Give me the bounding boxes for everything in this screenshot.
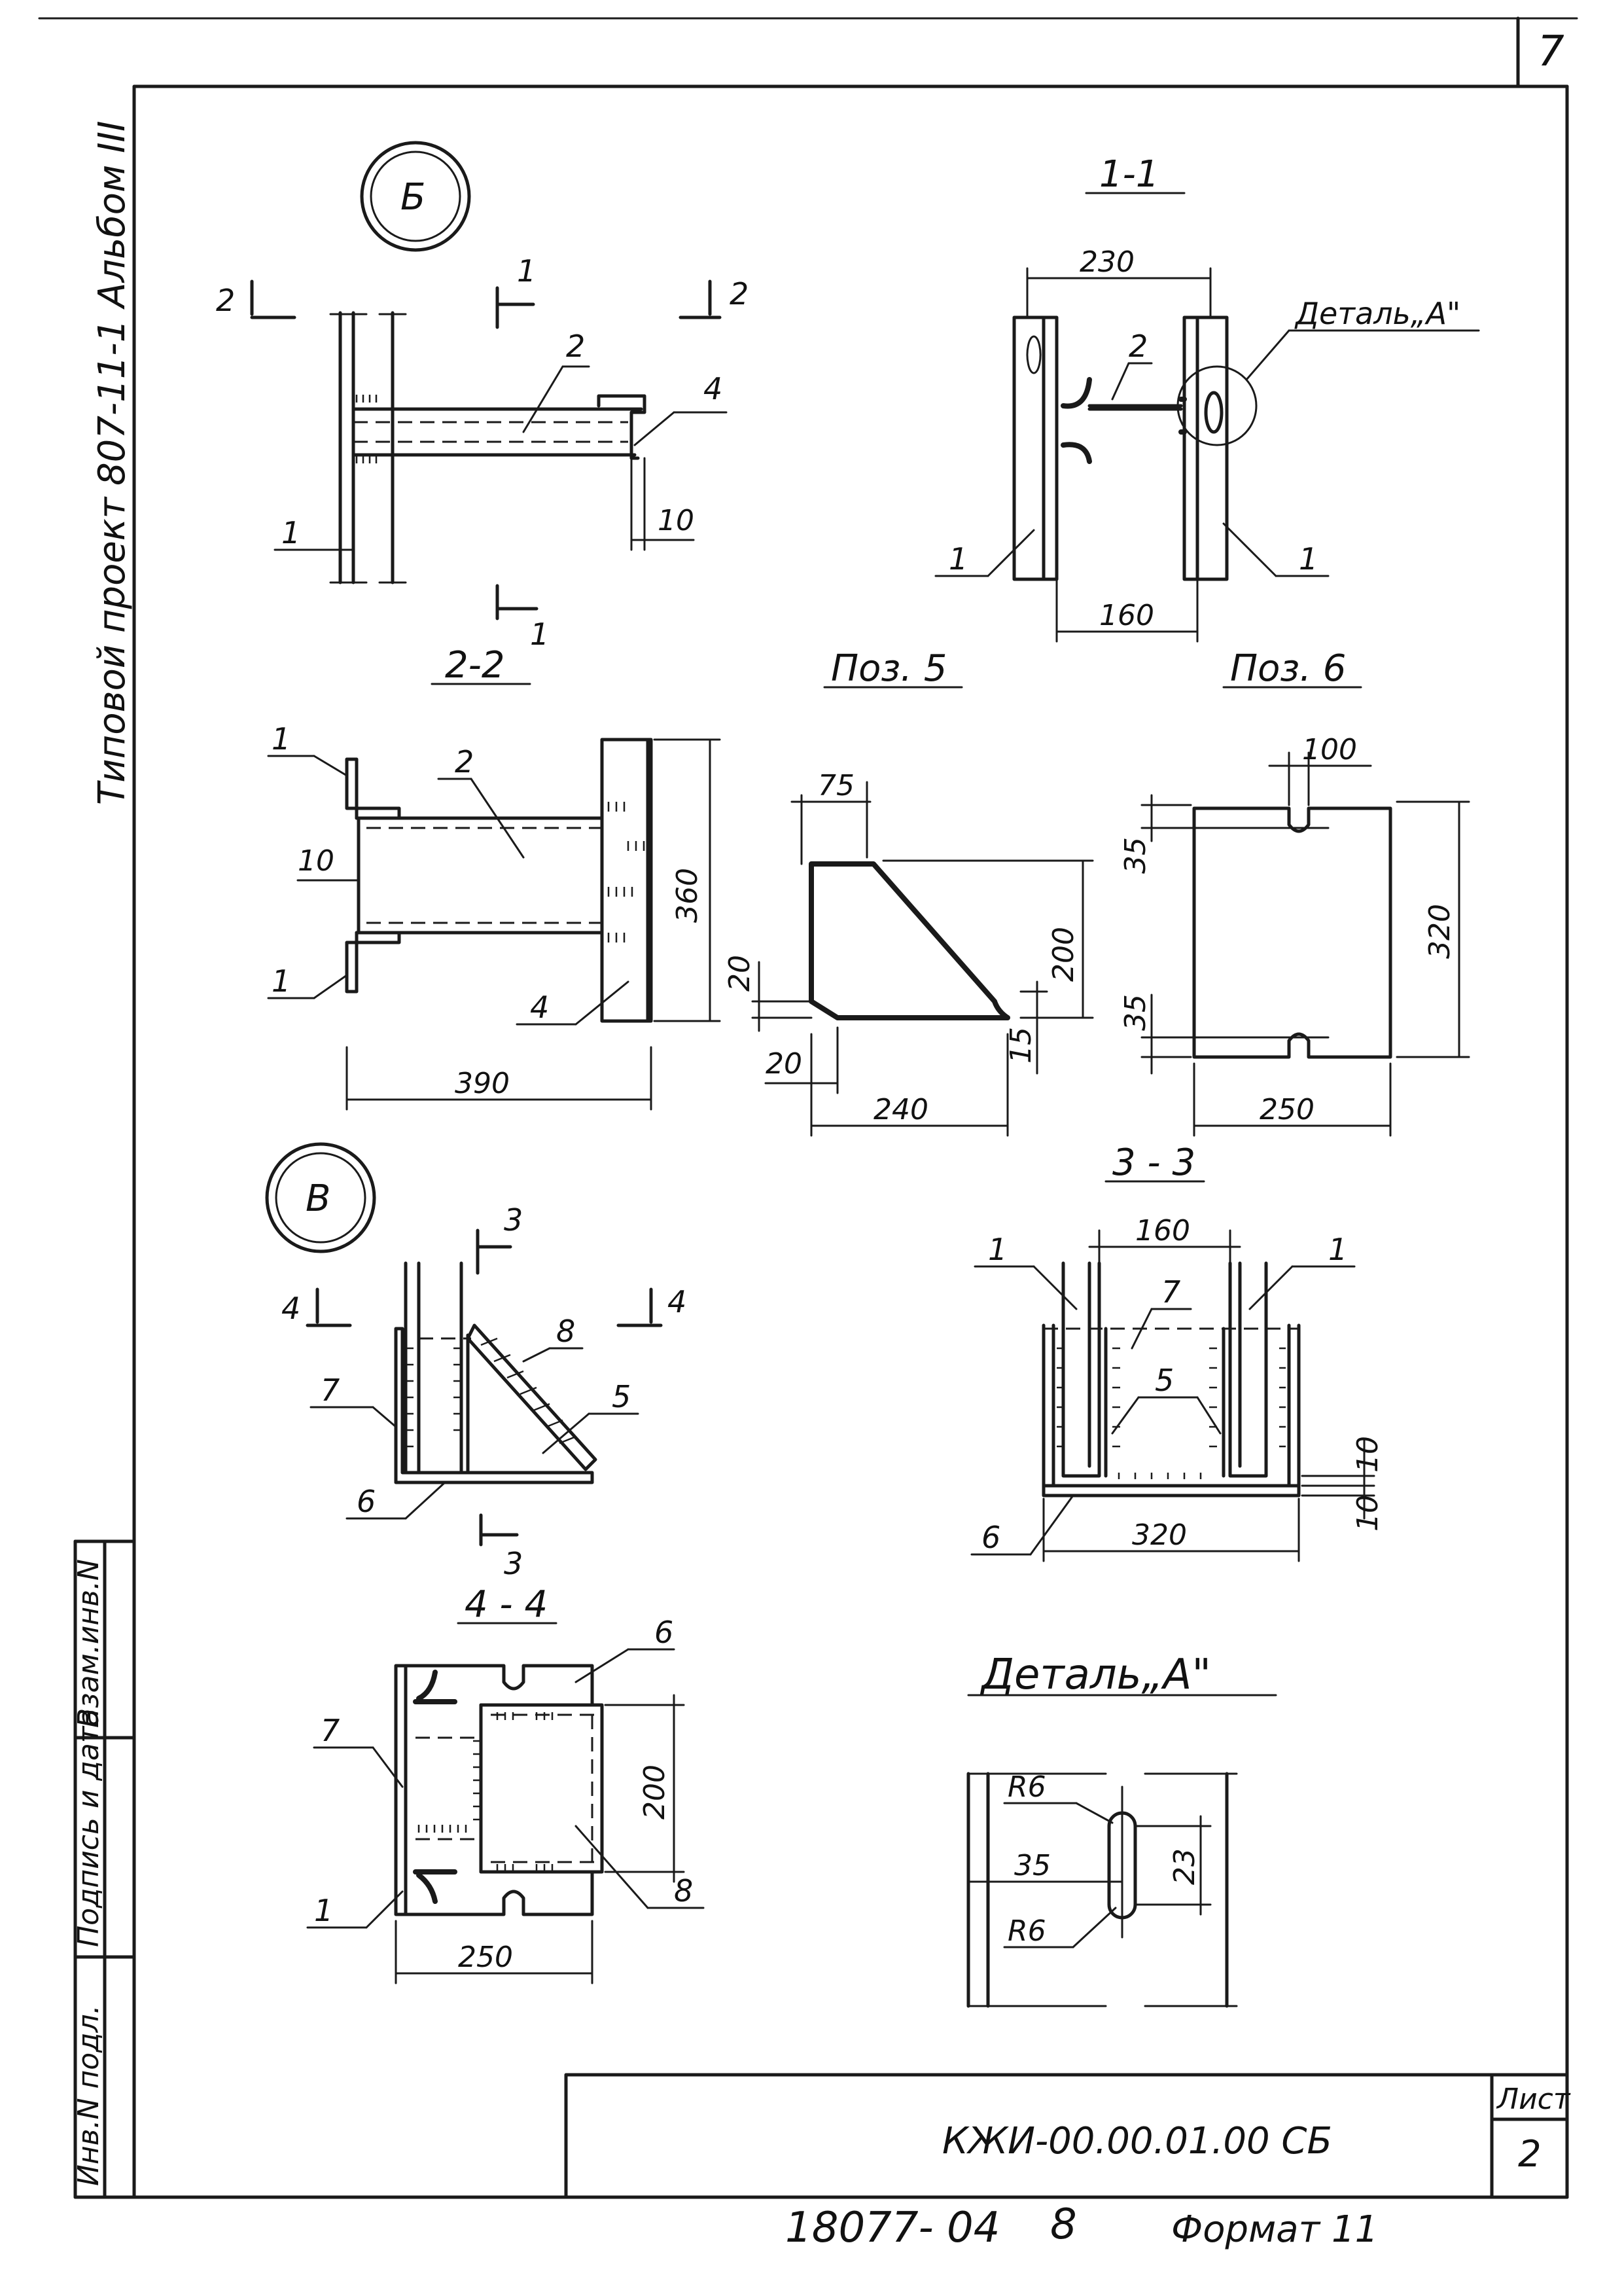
- b-pos1: 1: [281, 515, 300, 550]
- stamp-label-inv: Инв.N подл.: [72, 2005, 105, 2186]
- v-cut3-bottom: 3: [504, 1546, 523, 1581]
- pos5-dim-15: 15: [1004, 1027, 1038, 1064]
- detail-a-dim-23: 23: [1168, 1848, 1201, 1885]
- view-v: В 3 3 4 4 7 8 5 6: [265, 1142, 686, 1581]
- pos5-dim-240: 240: [874, 1093, 928, 1126]
- s11-dim-230: 230: [1080, 245, 1135, 279]
- section-1-1: 1-1 230 160 2 1 1 Деталь„А: [934, 153, 1480, 643]
- bottom-format: Формат 11: [1171, 2208, 1378, 2251]
- s44-title: 4 - 4: [465, 1583, 548, 1626]
- pos5-dim-20-horizontal: 20: [766, 1047, 802, 1081]
- pos-6: Поз. 6 100 35 320 35 250: [1119, 647, 1470, 1137]
- s11-dim-160: 160: [1099, 599, 1154, 632]
- s22-dim-390: 390: [455, 1067, 510, 1100]
- pos5-title: Поз. 5: [831, 647, 947, 690]
- s44-pos1: 1: [314, 1893, 333, 1928]
- s22-dim-360: 360: [671, 868, 704, 923]
- s44-pos6: 6: [654, 1615, 673, 1650]
- s33-dim-10-top: 10: [1351, 1436, 1385, 1473]
- b-cut1-top: 1: [517, 253, 536, 289]
- detail-a-dim-35: 35: [1014, 1849, 1051, 1882]
- pos5-dim-200: 200: [1047, 927, 1080, 982]
- pos5-dim-20-vertical: 20: [723, 955, 756, 992]
- s33-dim-320: 320: [1132, 1518, 1187, 1552]
- s11-title: 1-1: [1099, 153, 1159, 196]
- stamp-label-replace: Взам.инв.N: [72, 1559, 105, 1728]
- s11-pos1-left: 1: [949, 541, 968, 577]
- s44-dim-200: 200: [638, 1765, 671, 1820]
- section-4-4: 4 - 4 200 250 6 7 1 8: [306, 1583, 705, 1984]
- v-pos8: 8: [556, 1314, 575, 1349]
- pos-5: Поз. 5 75 200 20 20 15 240: [723, 647, 1094, 1137]
- v-pos7: 7: [321, 1372, 340, 1408]
- s33-pos6: 6: [981, 1520, 1000, 1555]
- sheet-frame: [38, 16, 1578, 2199]
- detail-a-r6-bottom: R6: [1008, 1914, 1046, 1948]
- s44-dim-250: 250: [458, 1941, 513, 1974]
- stamp-label-sign: Подпись и дата: [72, 1709, 105, 1947]
- detail-a-title: Деталь„А": [980, 1651, 1211, 1699]
- page-number: 7: [1538, 27, 1564, 76]
- pos6-dim-35-top: 35: [1119, 837, 1152, 874]
- section-3-3: 3 - 3 160 320 10 10 1 1: [970, 1141, 1385, 1562]
- pos6-dim-320: 320: [1423, 904, 1456, 959]
- pos6-title: Поз. 6: [1230, 647, 1346, 690]
- pos6-dim-250: 250: [1260, 1093, 1315, 1126]
- b-pos2: 2: [566, 329, 585, 364]
- b-cut2-right: 2: [730, 276, 749, 312]
- s11-detail-label: Деталь„А": [1294, 296, 1460, 331]
- s11-pos1-right: 1: [1299, 541, 1318, 577]
- v-pos6: 6: [357, 1484, 376, 1519]
- doc-code: КЖИ-00.00.01.00 СБ: [942, 2120, 1332, 2162]
- s33-pos1-right: 1: [1328, 1232, 1347, 1267]
- side-title: Типовой проект 807-11-1 Альбом III: [91, 120, 133, 805]
- b-cut2-left: 2: [216, 283, 235, 318]
- view-b: Б 1 2 4 2 2 1 1 10: [216, 141, 749, 652]
- sheet-label: Лист: [1496, 2083, 1571, 2116]
- pos6-dim-100: 100: [1302, 733, 1357, 766]
- badge-v: В: [306, 1177, 330, 1220]
- s22-pos2: 2: [455, 744, 474, 780]
- s44-pos8: 8: [674, 1873, 693, 1909]
- v-cut4-right: 4: [667, 1284, 686, 1319]
- section-2-2: 2-2 360 390 10 1 1 2: [267, 644, 721, 1111]
- detail-a: Деталь„А" 35 23 R6 R6: [966, 1651, 1277, 2008]
- s33-dim-160: 160: [1135, 1214, 1190, 1247]
- s11-pos2: 2: [1129, 329, 1148, 364]
- s33-title: 3 - 3: [1112, 1141, 1195, 1184]
- v-pos5: 5: [612, 1379, 631, 1414]
- s33-pos5: 5: [1155, 1363, 1174, 1398]
- s22-title: 2-2: [445, 644, 504, 687]
- b-dim-10: 10: [658, 504, 694, 537]
- badge-b: Б: [400, 176, 425, 219]
- s22-pos1-top: 1: [272, 721, 291, 757]
- pos6-dim-35-bottom: 35: [1119, 994, 1152, 1031]
- pos5-dim-75: 75: [818, 769, 855, 802]
- v-cut3-top: 3: [504, 1202, 523, 1238]
- s33-pos1-left: 1: [988, 1232, 1007, 1267]
- b-cut1-bottom: 1: [530, 617, 549, 652]
- bottom-page: 8: [1050, 2200, 1077, 2249]
- s22-dim-10: 10: [298, 844, 334, 878]
- b-pos4: 4: [703, 371, 722, 406]
- s33-pos7: 7: [1161, 1274, 1180, 1310]
- sheet-number: 2: [1518, 2133, 1542, 2176]
- s44-pos7: 7: [321, 1713, 340, 1748]
- v-cut4-left: 4: [281, 1291, 300, 1326]
- s33-dim-10-bottom: 10: [1351, 1495, 1385, 1532]
- detail-a-r6-top: R6: [1008, 1770, 1046, 1804]
- bottom-code: 18077- 04: [785, 2204, 1000, 2252]
- s22-pos1-bottom: 1: [272, 963, 291, 999]
- s22-pos4: 4: [530, 990, 549, 1025]
